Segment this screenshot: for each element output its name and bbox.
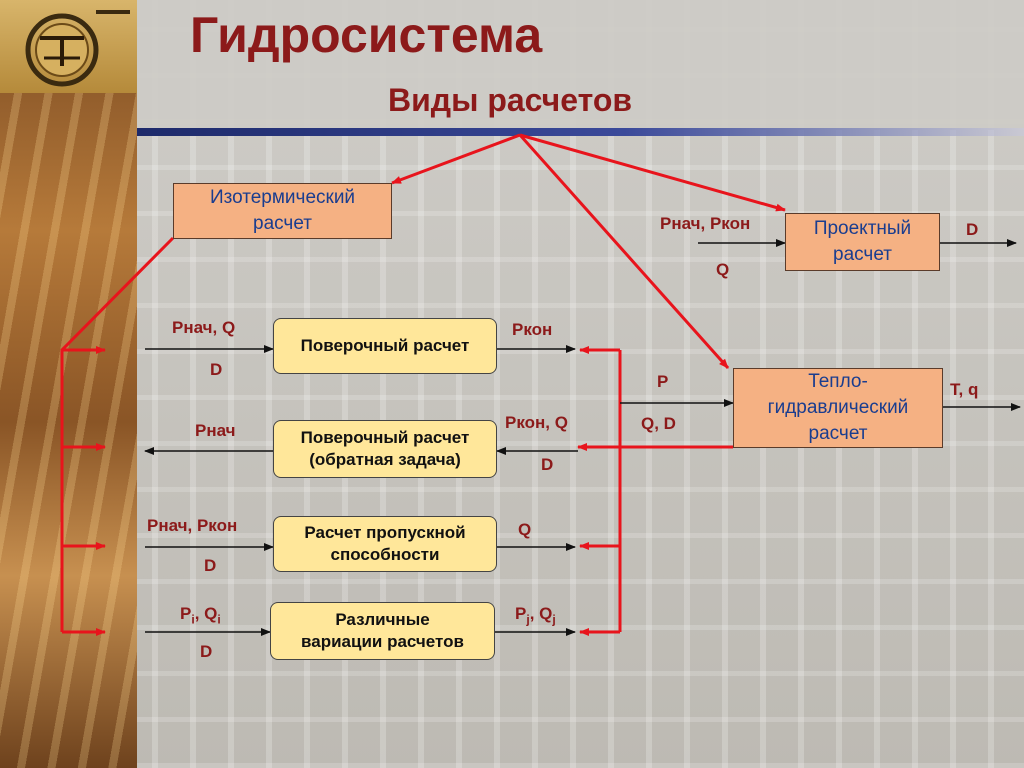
label-check-out: Ркон bbox=[512, 320, 553, 339]
red-connectors bbox=[60, 133, 786, 636]
box-isothermal: Изотермический расчет bbox=[173, 183, 392, 239]
flow-arrows bbox=[144, 239, 1021, 636]
label-thermo-out: T, q bbox=[950, 380, 979, 399]
box-thermo-line1: Тепло- bbox=[808, 371, 868, 392]
var-in-sub-i2: i bbox=[217, 612, 221, 627]
box-project-line2: расчет bbox=[833, 244, 892, 265]
logo-emblem-icon bbox=[25, 10, 130, 87]
logo bbox=[0, 0, 137, 93]
label-variations-in-1: Рi, Qi bbox=[180, 604, 221, 626]
box-thermo-line2: гидравлический bbox=[767, 397, 909, 418]
box-capacity-line2: способности bbox=[330, 545, 440, 564]
box-variations: Различные вариации расчетов bbox=[270, 602, 495, 660]
label-project-out: D bbox=[966, 220, 979, 239]
label-check-in-1: Рнач, Q bbox=[172, 318, 236, 337]
box-variations-line2: вариации расчетов bbox=[301, 632, 464, 651]
label-variations-out: Рj, Qj bbox=[515, 604, 556, 626]
label-capacity-in-1: Рнач, Ркон bbox=[147, 516, 238, 535]
box-check: Поверочный расчет bbox=[273, 318, 497, 374]
label-inverse-out: Рнач bbox=[195, 421, 236, 440]
label-capacity-out: Q bbox=[518, 520, 532, 539]
box-project: Проектный расчет bbox=[785, 213, 940, 271]
label-inverse-in-1: Ркон, Q bbox=[505, 413, 568, 432]
page-subtitle: Виды расчетов bbox=[388, 82, 633, 118]
label-thermo-in-1: Р bbox=[657, 372, 669, 391]
box-check-inverse-line1: Поверочный расчет bbox=[300, 428, 470, 447]
page-title: Гидросистема bbox=[190, 7, 543, 63]
box-capacity-line1: Расчет пропускной bbox=[304, 523, 466, 542]
header-band bbox=[137, 0, 1024, 130]
var-in-p: Р bbox=[180, 604, 192, 623]
label-project-in-1: Рнач, Ркон bbox=[660, 214, 751, 233]
header-divider bbox=[137, 128, 1024, 136]
var-in-sub-i: i bbox=[191, 612, 195, 627]
box-thermo: Тепло-гидравлический расчет bbox=[733, 368, 943, 448]
box-thermo-line3: расчет bbox=[808, 423, 868, 444]
var-out-sub-j2: j bbox=[552, 612, 556, 627]
box-check-label: Поверочный расчет bbox=[300, 336, 470, 355]
box-isothermal-line2: расчет bbox=[253, 213, 312, 234]
var-out-p: Р bbox=[515, 604, 527, 623]
box-check-inverse-line2: (обратная задача) bbox=[309, 450, 461, 469]
label-thermo-in-2: Q, D bbox=[641, 414, 676, 433]
var-out-sub-j: j bbox=[526, 612, 530, 627]
arrow-to-isothermal bbox=[391, 133, 521, 185]
box-project-line1: Проектный bbox=[813, 218, 912, 239]
arrow-to-thermo bbox=[518, 134, 730, 369]
box-check-inverse: Поверочный расчет (обратная задача) bbox=[273, 420, 497, 478]
isothermal-distribution-line bbox=[60, 236, 175, 632]
decorative-pipes-panel bbox=[0, 0, 137, 768]
box-variations-line1: Различные bbox=[335, 610, 430, 629]
var-in-q: , Q bbox=[194, 604, 218, 623]
var-out-q: , Q bbox=[529, 604, 553, 623]
box-isothermal-line1: Изотермический bbox=[209, 187, 356, 208]
label-check-in-2: D bbox=[210, 360, 223, 379]
box-capacity: Расчет пропускной способности bbox=[273, 516, 497, 572]
arrow-to-project bbox=[519, 133, 786, 212]
label-capacity-in-2: D bbox=[204, 556, 217, 575]
label-project-in-2: Q bbox=[716, 260, 730, 279]
label-inverse-in-2: D bbox=[541, 455, 554, 474]
label-variations-in-2: D bbox=[200, 642, 213, 661]
